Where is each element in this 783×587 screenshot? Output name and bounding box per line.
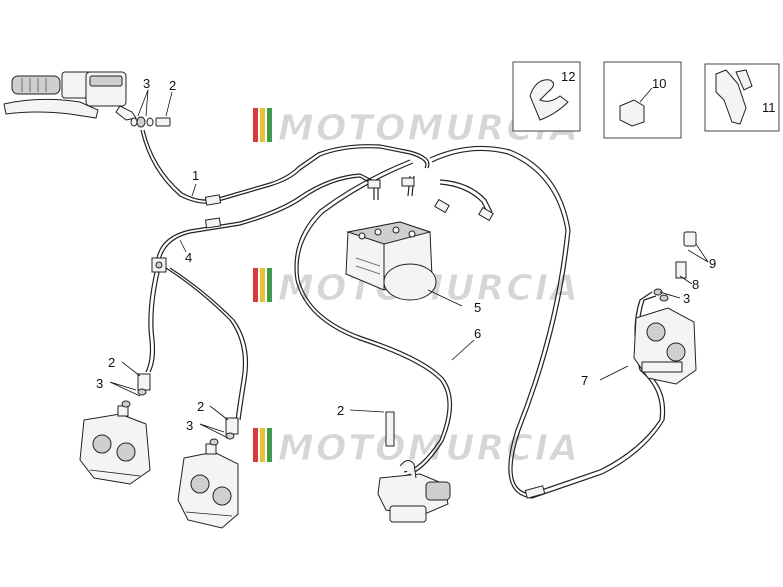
brake-lever — [3, 98, 99, 119]
inset-bracket: 11 — [704, 63, 780, 132]
watermark-stripe-yellow — [260, 428, 265, 462]
hose-6 — [294, 159, 452, 477]
callout-9: 9 — [709, 256, 716, 271]
hose-front-right — [165, 267, 249, 421]
front-caliper-left — [79, 405, 151, 485]
rear-caliper — [633, 307, 697, 385]
callout-7: 7 — [581, 373, 588, 388]
caliper-fittings-left — [121, 373, 239, 446]
callout-2-bottom: 2 — [337, 403, 344, 418]
handlebar-grip — [11, 75, 61, 95]
watermark-stripe-green — [267, 108, 272, 142]
callout-8: 8 — [692, 277, 699, 292]
hose-front-left — [145, 267, 161, 373]
callout-11: 11 — [762, 100, 776, 115]
abs-pump-motor — [383, 263, 437, 301]
callout-5: 5 — [474, 300, 481, 315]
hose-guide-clip — [529, 79, 569, 121]
callout-3-left: 3 — [96, 376, 103, 391]
callout-6: 6 — [474, 326, 481, 341]
watermark-stripe-green — [267, 268, 272, 302]
watermark-stripe-green — [267, 428, 272, 462]
hose-fittings — [367, 177, 494, 222]
watermark-text: MOTOMURCIA — [278, 428, 580, 469]
hose-4 — [156, 173, 373, 261]
watermark-stripe-yellow — [260, 268, 265, 302]
watermark-stripe-yellow — [260, 108, 265, 142]
abs-hoses — [373, 175, 493, 215]
hose-1 — [140, 129, 430, 206]
callout-4: 4 — [185, 250, 192, 265]
banjo-bolt-rear — [675, 261, 687, 279]
callout-3-top: 3 — [143, 76, 150, 91]
leader-lines — [109, 87, 709, 439]
front-caliper-right — [177, 443, 239, 529]
bolt-2 — [385, 411, 395, 447]
callout-12: 12 — [561, 69, 575, 84]
bleed-valve — [683, 231, 697, 247]
callout-3-mid: 3 — [186, 418, 193, 433]
inset-clamp: 10 — [603, 61, 682, 139]
callout-2-top: 2 — [169, 78, 176, 93]
watermark-stripe-red — [253, 108, 258, 142]
watermark-stripe-red — [253, 428, 258, 462]
banjo-fitting-top — [130, 116, 171, 128]
banjo-bolt — [155, 117, 171, 127]
callout-2-mid: 2 — [197, 399, 204, 414]
abs-modulator — [345, 221, 437, 301]
t-junction — [151, 257, 167, 273]
callout-1: 1 — [192, 168, 199, 183]
front-master-cylinder — [3, 71, 137, 121]
watermark-bottom: MOTOMURCIA — [253, 428, 580, 470]
callout-3-rear: 3 — [683, 291, 690, 306]
callout-2-left: 2 — [108, 355, 115, 370]
hose-bracket — [715, 69, 747, 125]
callouts: 3 2 1 4 5 6 7 8 9 3 2 3 2 3 2 — [96, 76, 716, 433]
inset-hose-clip: 12 — [512, 61, 581, 132]
watermark-stripe-red — [253, 268, 258, 302]
callout-10: 10 — [652, 76, 666, 91]
rear-master-cylinder — [377, 411, 451, 523]
rear-caliper-fittings — [653, 231, 697, 302]
hose-clamp — [619, 99, 645, 127]
